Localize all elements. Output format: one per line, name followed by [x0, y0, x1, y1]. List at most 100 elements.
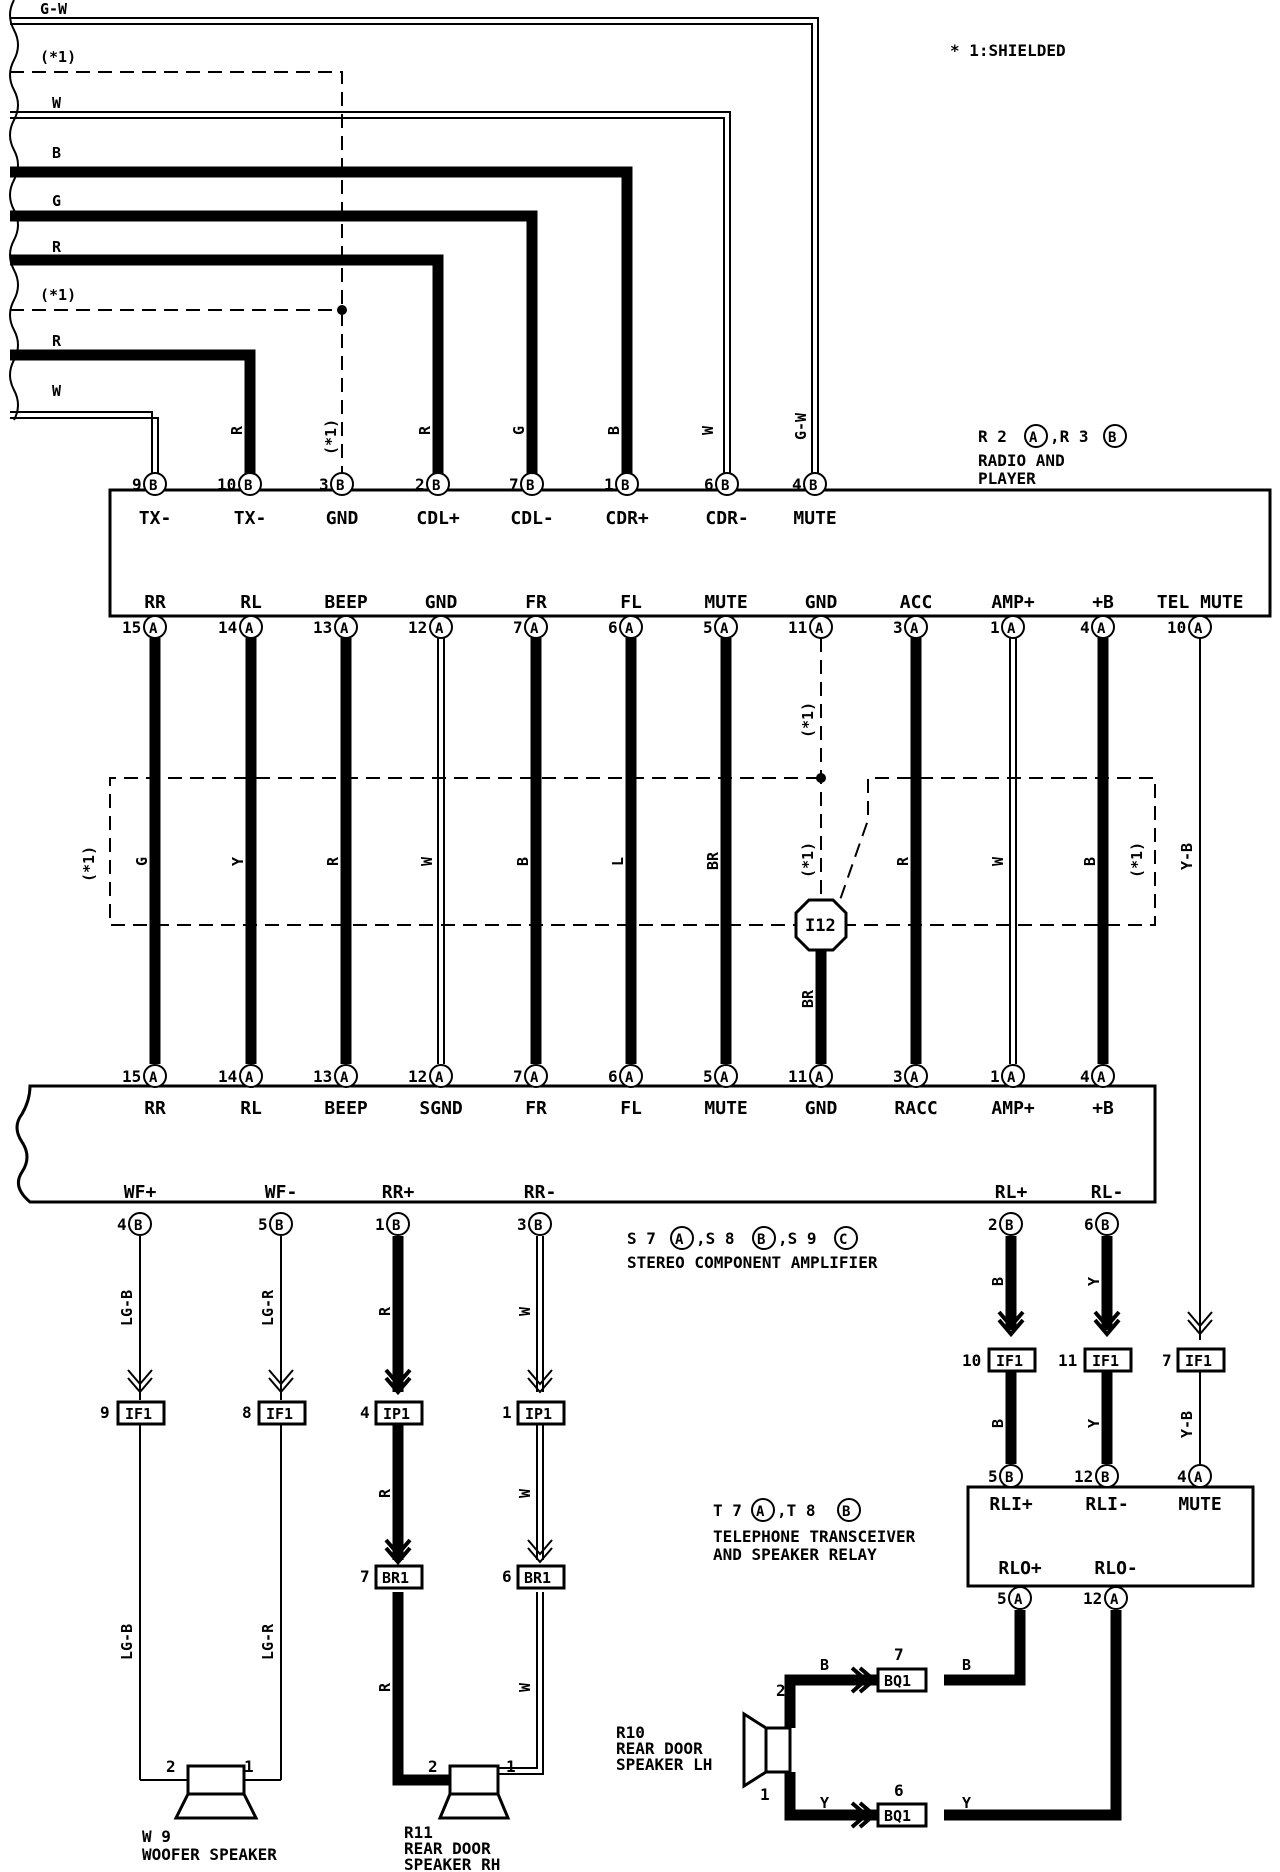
- wire-label: W: [52, 382, 62, 400]
- pin-connector: B: [275, 1218, 283, 1234]
- pin-number: 3: [893, 1067, 903, 1086]
- pin-terminal: MUTE: [793, 508, 836, 529]
- svg-text:A: A: [675, 1232, 684, 1248]
- pin-terminal: BEEP: [324, 592, 368, 613]
- pin-connector: A: [530, 1070, 539, 1086]
- svg-text:G: G: [133, 857, 151, 866]
- svg-text:(*1): (*1): [80, 846, 98, 882]
- wire-label: G: [510, 426, 528, 435]
- svg-text:IF1: IF1: [125, 1405, 152, 1423]
- mid-wire-colors: G Y R W B L BR R W B Y-B (*1) (*1) (*1) …: [80, 702, 1196, 1008]
- pin-terminal: RL: [240, 1098, 262, 1119]
- pin-connector: A: [1007, 1070, 1016, 1086]
- pin-connector: B: [149, 478, 157, 494]
- pin-connector: B: [526, 478, 534, 494]
- svg-text:2: 2: [428, 1757, 438, 1776]
- pin-terminal: RLI-: [1085, 1494, 1128, 1515]
- pin-connector-circle: [999, 1212, 1023, 1236]
- pin-terminal: BEEP: [324, 1098, 368, 1119]
- pin-connector: A: [625, 1070, 634, 1086]
- left-wire-labels: G-W (*1) W B G R (*1) R W: [40, 0, 76, 400]
- pin-number: 3: [893, 618, 903, 637]
- pin-number: 6: [608, 618, 618, 637]
- wire-label: (*1): [322, 419, 340, 455]
- connector-ip1-a: 4 IP1: [360, 1400, 424, 1426]
- svg-text:I12: I12: [805, 916, 836, 936]
- wire-label: R: [416, 425, 434, 435]
- svg-text:A: A: [756, 1504, 765, 1520]
- pin-connector: B: [809, 478, 817, 494]
- woofer-speaker-id: W 9: [142, 1827, 171, 1846]
- pin-connector-circle: [143, 472, 167, 496]
- svg-text:R 2: R 2: [978, 427, 1007, 446]
- connector-if1-c: 10 IF1: [962, 1347, 1037, 1373]
- svg-text:R: R: [376, 1682, 394, 1692]
- pin-connector: A: [435, 621, 444, 637]
- svg-text:2: 2: [776, 1681, 786, 1700]
- pin-terminal: AMP+: [991, 1098, 1035, 1119]
- pin-connector-circle: [619, 1064, 643, 1088]
- svg-text:W: W: [418, 856, 436, 866]
- connector-bq1-b: 6 BQ1: [876, 1781, 928, 1828]
- rear-rh-speaker-id: R11: [404, 1823, 433, 1842]
- svg-text:7: 7: [360, 1567, 370, 1586]
- pin-connector: A: [625, 621, 634, 637]
- pin-terminal: RLI+: [989, 1494, 1033, 1515]
- top-wires: [10, 17, 819, 482]
- svg-text:,S 8: ,S 8: [696, 1229, 735, 1248]
- svg-text:W: W: [516, 1488, 534, 1498]
- connector-br1-a: 7 BR1: [360, 1564, 424, 1590]
- pin-number: 15: [122, 618, 141, 637]
- svg-text:IP1: IP1: [383, 1405, 410, 1423]
- pin-connector: B: [621, 478, 629, 494]
- svg-text:IF1: IF1: [1092, 1352, 1119, 1370]
- pin-terminal: TX-: [234, 508, 267, 529]
- pin-terminal: GND: [805, 592, 838, 613]
- pin-number: 12: [408, 618, 427, 637]
- svg-text:(*1): (*1): [799, 842, 817, 878]
- pin-terminal: FR: [525, 592, 547, 613]
- pin-number: 6: [1084, 1215, 1094, 1234]
- wire-label: G-W: [792, 412, 810, 440]
- pin-number: 11: [788, 618, 807, 637]
- pin-terminal: RR-: [524, 1182, 557, 1203]
- wire-label: W: [52, 94, 62, 112]
- svg-text:9: 9: [100, 1403, 110, 1422]
- telephone-name: TELEPHONE TRANSCEIVER: [713, 1527, 916, 1546]
- svg-text:BR: BR: [704, 851, 722, 870]
- pin-number: 13: [313, 618, 332, 637]
- svg-text:B: B: [989, 1419, 1007, 1428]
- svg-text:LG-R: LG-R: [259, 1289, 277, 1326]
- svg-text:LG-R: LG-R: [259, 1623, 277, 1660]
- pin-terminal: +B: [1092, 592, 1114, 613]
- pin-terminal: GND: [326, 508, 359, 529]
- svg-text:10: 10: [962, 1351, 981, 1370]
- svg-text:1: 1: [506, 1757, 516, 1776]
- pin-connector: A: [1097, 621, 1106, 637]
- svg-text:BR1: BR1: [382, 1569, 409, 1587]
- pin-connector-circle: [524, 1064, 548, 1088]
- svg-text:B: B: [757, 1232, 765, 1248]
- pin-number: 10: [217, 475, 236, 494]
- pin-number: 4: [792, 475, 802, 494]
- pin-connector-circle: [803, 472, 827, 496]
- svg-text:B: B: [989, 1277, 1007, 1286]
- radio-label: R 2 A ,R 3 B RADIO AND PLAYER: [978, 424, 1127, 488]
- pin-connector-circle: [239, 1064, 263, 1088]
- pin-connector-circle: [1001, 615, 1025, 639]
- svg-text:11: 11: [1058, 1351, 1077, 1370]
